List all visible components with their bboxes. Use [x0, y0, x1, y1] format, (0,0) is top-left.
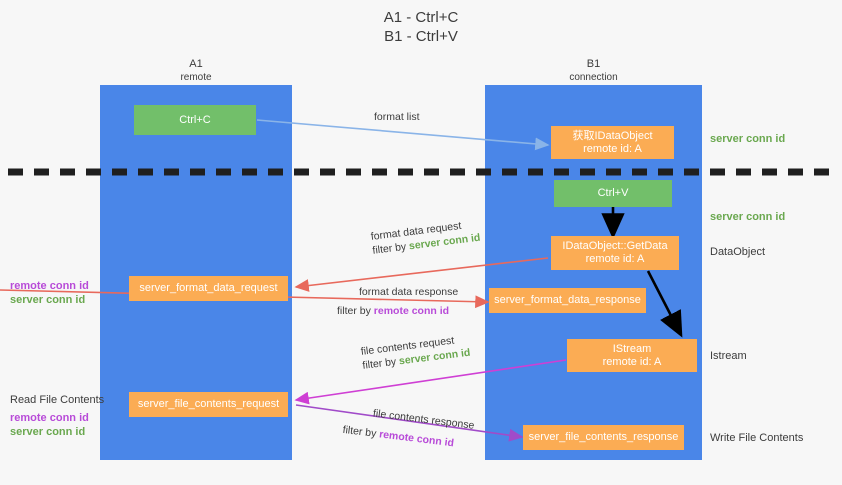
filter-prefix: filter by	[361, 355, 400, 372]
annotation-server-conn-id-4: server conn id	[10, 426, 86, 438]
node-server-format-data-response-label: server_format_data_response	[494, 294, 641, 306]
node-idataobject-getdata-line1: IDataObject::GetData	[562, 240, 668, 252]
edge-label-format-data-response-filter: filter by remote conn id	[337, 304, 458, 318]
lane-a1-subtitle: remote	[180, 72, 212, 83]
node-istream-line1: IStream	[612, 342, 652, 355]
node-ctrl-c-label: Ctrl+C	[179, 113, 211, 126]
node-server-format-data-request-label: server_format_data_request	[139, 282, 278, 294]
node-ctrl-v[interactable]: Ctrl+V	[554, 180, 672, 207]
filter-prefix: filter by	[337, 305, 374, 317]
annotation-remote-conn-id-2: remote conn id	[10, 412, 89, 424]
node-istream-line2: remote id: A	[602, 355, 662, 368]
node-server-file-contents-response[interactable]: server_file_contents_response	[523, 425, 684, 450]
lane-b1-subtitle: connection	[569, 72, 618, 83]
annotation-group-conn-ids-1: remote conn id server conn id	[10, 279, 89, 307]
lane-header-b1: B1 connection	[485, 58, 702, 84]
edge-label-file-contents-response: file contents response filter by remote …	[342, 403, 475, 453]
annotation-server-conn-id-3: server conn id	[10, 294, 86, 306]
node-idataobject-getdata[interactable]: IDataObject::GetData remote id: A	[551, 236, 679, 270]
edge-label-format-data-request: format data request filter by server con…	[370, 217, 481, 258]
node-get-idataobject-line1: 获取IDataObject	[572, 129, 653, 142]
filter-value-remote-conn-id: remote conn id	[373, 305, 450, 317]
annotation-write-file-contents: Write File Contents	[710, 432, 804, 444]
title-line-1: A1 - Ctrl+C	[383, 9, 459, 26]
node-get-idataobject-line2: remote id: A	[583, 142, 642, 155]
filter-prefix: filter by	[371, 240, 410, 257]
lane-header-a1: A1 remote	[100, 58, 292, 84]
edge-label-format-data-response-text: format data response	[359, 286, 459, 298]
annotation-dataobject: DataObject	[710, 246, 766, 258]
node-server-file-contents-request[interactable]: server_file_contents_request	[129, 392, 288, 417]
node-get-idataobject[interactable]: 获取IDataObject remote id: A	[551, 126, 674, 159]
lane-a1-title: A1	[189, 58, 203, 70]
annotation-remote-conn-id-1: remote conn id	[10, 280, 89, 292]
page-title: A1 - Ctrl+C B1 - Ctrl+V	[0, 8, 842, 46]
edge-label-format-list: format list	[374, 111, 420, 123]
edge-label-format-data-response: format data response filter by remote co…	[337, 285, 459, 318]
annotation-server-conn-id-1: server conn id	[710, 133, 786, 145]
node-idataobject-getdata-line2: remote id: A	[585, 253, 645, 265]
node-ctrl-c[interactable]: Ctrl+C	[134, 105, 256, 135]
title-line-2: B1 - Ctrl+V	[384, 28, 458, 45]
annotation-group-conn-ids-2: remote conn id server conn id	[10, 411, 89, 439]
node-server-format-data-request[interactable]: server_format_data_request	[129, 276, 288, 301]
edge-label-file-contents-request: file contents request filter by server c…	[360, 332, 471, 373]
node-server-file-contents-response-label: server_file_contents_response	[528, 431, 679, 443]
annotation-istream: Istream	[710, 350, 747, 362]
filter-prefix: filter by	[341, 423, 380, 441]
lane-b1-title: B1	[586, 58, 601, 70]
annotation-server-conn-id-2: server conn id	[710, 211, 786, 223]
node-server-file-contents-request-label: server_file_contents_request	[137, 398, 280, 410]
filter-value-remote-conn-id: remote conn id	[378, 428, 455, 450]
node-ctrl-v-label: Ctrl+V	[597, 187, 629, 199]
node-istream[interactable]: IStream remote id: A	[567, 339, 697, 372]
node-server-format-data-response[interactable]: server_format_data_response	[489, 288, 646, 313]
annotation-read-file-contents: Read File Contents	[10, 394, 105, 406]
